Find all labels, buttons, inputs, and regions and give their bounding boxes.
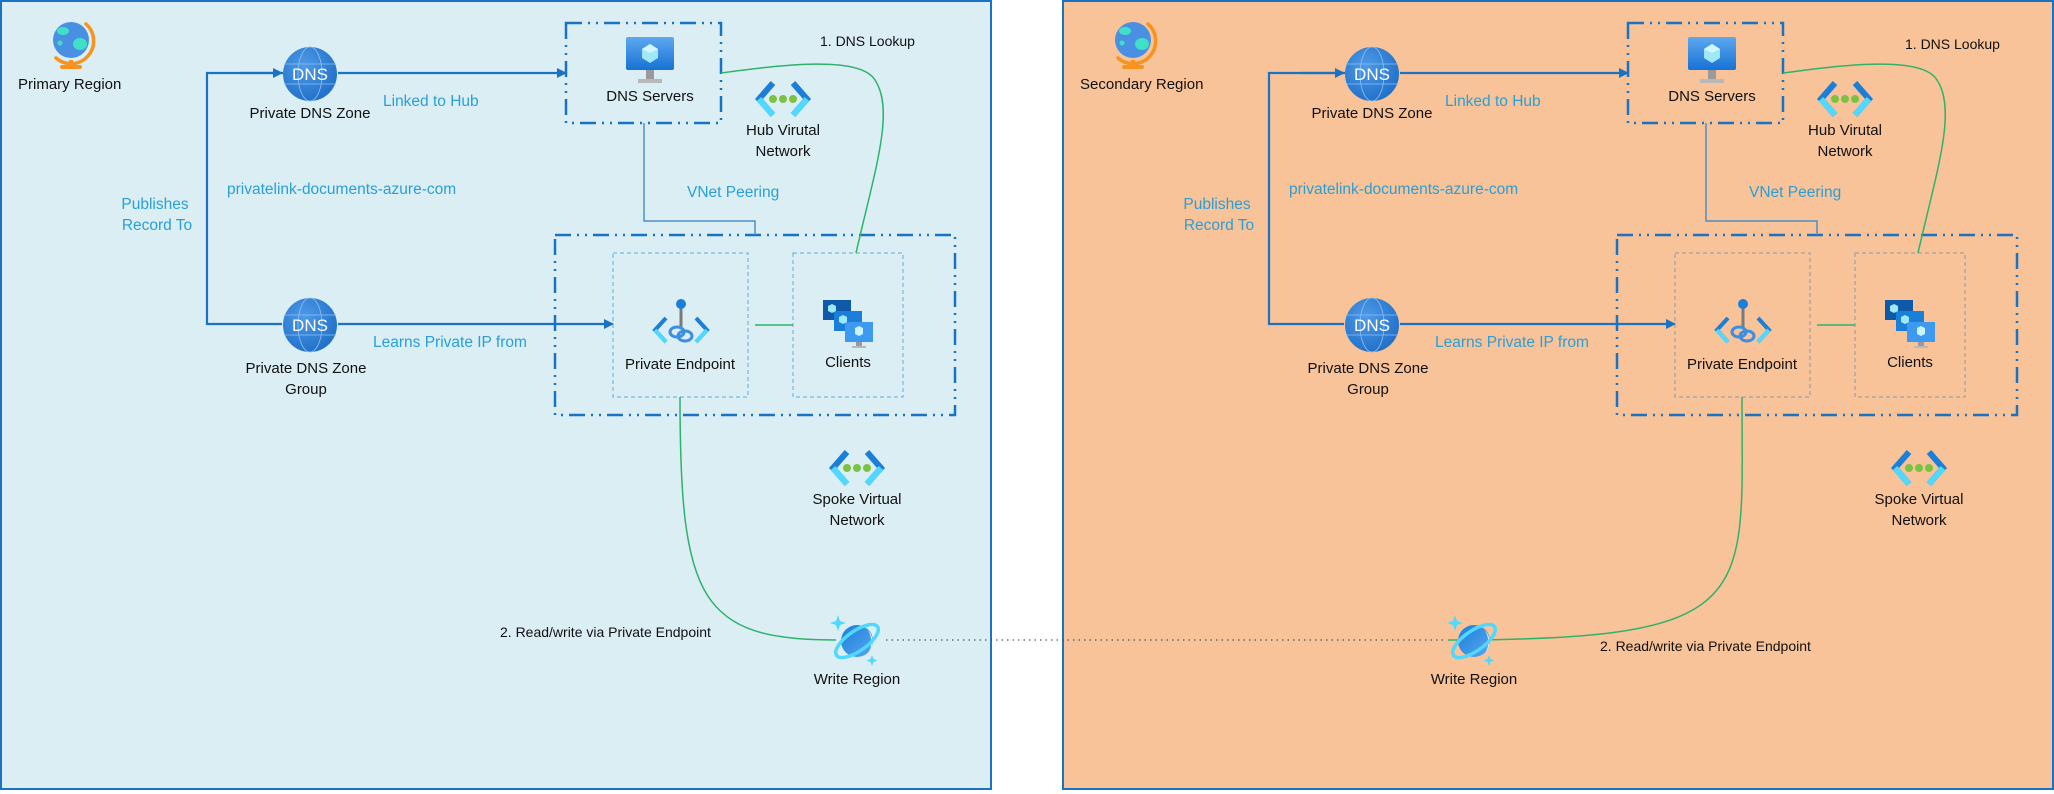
dns-lookup-connector <box>1782 63 1947 254</box>
cosmos-db-icon[interactable] <box>828 611 886 669</box>
private-dns-zone-label: Private DNS Zone <box>249 105 371 122</box>
cosmos-db-icon[interactable] <box>1445 611 1503 669</box>
spoke-vnet-label-line1: Spoke Virtual <box>1874 491 1964 508</box>
learns-private-ip-label: Learns Private IP from <box>373 334 527 351</box>
dns-server-vm-icon <box>626 37 674 83</box>
learns-private-ip-label: Learns Private IP from <box>1435 334 1589 351</box>
private-dns-zone-label: Private DNS Zone <box>1311 105 1433 122</box>
dns-lookup-connector <box>720 63 885 254</box>
vnet-peering-label: VNet Peering <box>687 184 780 201</box>
dns-servers-label: DNS Servers <box>1668 88 1756 105</box>
publishes-label-line2: Record To <box>121 217 193 234</box>
linked-to-hub-label: Linked to Hub <box>383 93 479 110</box>
spoke-vnet-label-line2: Network <box>829 512 885 529</box>
zone-name-label: privatelink-documents-azure-com <box>227 181 457 198</box>
clients-vm-icon <box>1885 300 1935 348</box>
vnet-peering-connector <box>643 123 756 235</box>
dns-zone-icon: DNS <box>283 46 337 102</box>
spoke-vnet-icon <box>1891 450 1947 486</box>
zone-name-label: privatelink-documents-azure-com <box>1289 181 1519 198</box>
hub-vnet-label-line2: Network <box>755 143 811 160</box>
linked-to-hub-label: Linked to Hub <box>1445 93 1541 110</box>
spoke-vnet-icon <box>829 450 885 486</box>
read-write-connector <box>1447 396 1743 641</box>
publishes-label-line1: Publishes <box>121 196 189 213</box>
globe-icon <box>53 22 96 69</box>
secondary-region-panel <box>1062 0 2054 790</box>
publishes-label-line1: Publishes <box>1183 196 1251 213</box>
hub-vnet-icon <box>1817 81 1873 117</box>
read-write-label: 2. Read/write via Private Endpoint <box>1600 638 1811 654</box>
dns-lookup-label: 1. DNS Lookup <box>1905 36 2000 52</box>
hub-vnet-label-line2: Network <box>1817 143 1873 160</box>
globe-icon <box>1115 22 1158 69</box>
dns-icon-text: DNS <box>1354 65 1390 84</box>
dns-zone-icon: DNS <box>1345 46 1399 102</box>
dns-zone-group-label-line2: Group <box>1347 381 1389 398</box>
vnet-peering-label: VNet Peering <box>1749 184 1842 201</box>
hub-vnet-label-line1: Hub Virutal <box>1808 122 1882 139</box>
private-endpoint-icon <box>1714 299 1772 344</box>
dns-zone-group-label-line2: Group <box>285 381 327 398</box>
spoke-vnet-label-line2: Network <box>1891 512 1947 529</box>
region-title: Primary Region <box>18 76 122 93</box>
clients-label: Clients <box>825 354 871 371</box>
publishes-label-line2: Record To <box>1183 217 1255 234</box>
clients-vm-icon <box>823 300 873 348</box>
dns-zone-group-label-line1: Private DNS Zone <box>1307 360 1429 377</box>
dns-zone-group-icon: DNS <box>1345 297 1399 353</box>
private-endpoint-label: Private Endpoint <box>1686 356 1798 373</box>
read-write-connector <box>679 396 837 641</box>
dns-icon-text: DNS <box>1354 316 1390 335</box>
read-write-label: 2. Read/write via Private Endpoint <box>500 624 711 640</box>
dns-zone-group-icon: DNS <box>283 297 337 353</box>
private-endpoint-icon <box>652 299 710 344</box>
vnet-peering-connector <box>1705 123 1818 235</box>
region-title: Secondary Region <box>1080 76 1204 93</box>
write-region-label: Write Region <box>1430 671 1518 688</box>
clients-label: Clients <box>1887 354 1933 371</box>
hub-vnet-icon <box>755 81 811 117</box>
dns-servers-label: DNS Servers <box>606 88 694 105</box>
dns-server-vm-icon <box>1688 37 1736 83</box>
primary-region-panel <box>0 0 992 790</box>
private-endpoint-label: Private Endpoint <box>624 356 736 373</box>
dns-icon-text: DNS <box>292 65 328 84</box>
dns-icon-text: DNS <box>292 316 328 335</box>
dns-zone-group-label-line1: Private DNS Zone <box>245 360 367 377</box>
hub-vnet-label-line1: Hub Virutal <box>746 122 820 139</box>
spoke-vnet-label-line1: Spoke Virtual <box>812 491 902 508</box>
write-region-label: Write Region <box>813 671 901 688</box>
dns-lookup-label: 1. DNS Lookup <box>820 33 915 49</box>
